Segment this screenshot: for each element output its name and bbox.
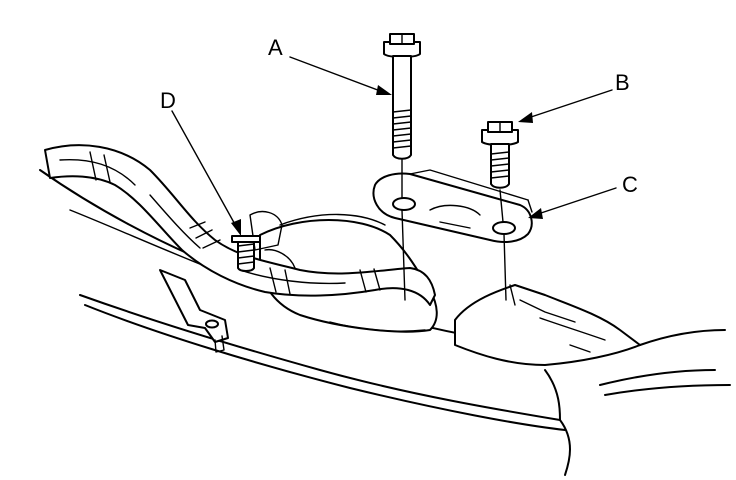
leader-a xyxy=(289,56,392,95)
mounting-bracket-c xyxy=(372,169,533,243)
callout-c: C xyxy=(622,172,638,197)
harness-bracket xyxy=(159,269,229,353)
callout-a: A xyxy=(268,35,283,60)
callout-b: B xyxy=(615,70,630,95)
callout-d: D xyxy=(160,88,176,113)
wire-harness xyxy=(44,144,436,306)
stud-bolt-d xyxy=(231,235,261,272)
bolt-b xyxy=(481,121,519,189)
leader-d xyxy=(171,110,241,236)
bolt-a xyxy=(383,33,421,160)
leader-c xyxy=(528,187,617,219)
leader-b xyxy=(518,89,613,123)
rear-mount-housing xyxy=(454,284,641,366)
alignment-lines xyxy=(401,159,507,301)
